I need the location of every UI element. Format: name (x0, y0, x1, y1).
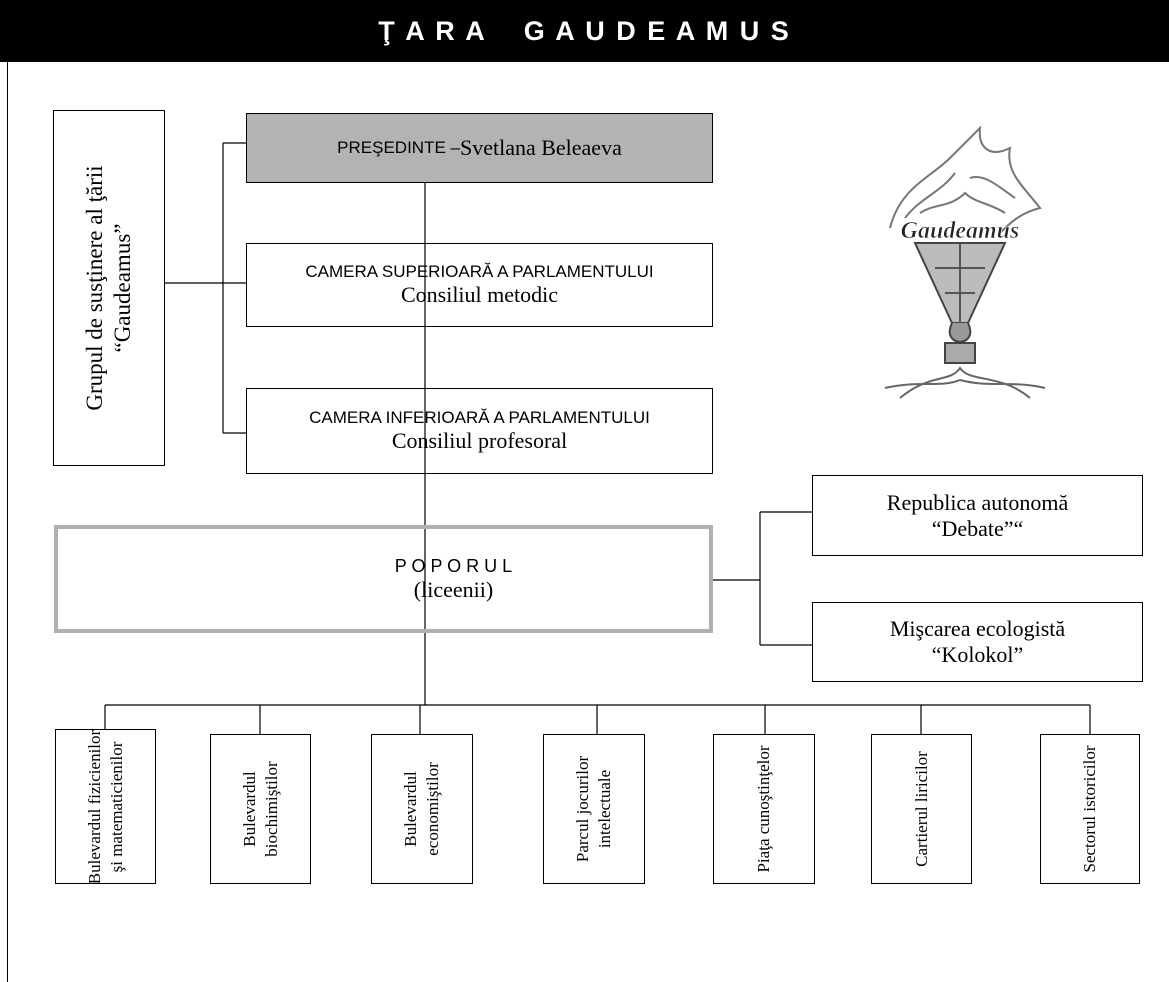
ecology-line1: Mişcarea ecologistă (889, 616, 1066, 641)
upper-chamber-label: CAMERA SUPERIOARĂ A PARLAMENTULUI (305, 262, 654, 281)
people-label: P O P O R U L (394, 555, 513, 576)
ecology-line2: “Kolokol” (931, 642, 1024, 667)
district-box: Sectorul istoricilor (1040, 734, 1140, 884)
torch-flame-icon: Gaudeamus (884, 125, 1046, 399)
president-box: PREŞEDINTE – Svetlana Beleaeva (246, 113, 713, 183)
republic-box: Republica autonomă “Debate”“ (812, 475, 1143, 556)
lower-chamber-name: Consiliul profesoral (391, 428, 568, 453)
support-group-box: Grupul de susţinere al ţării “Gaudeamus” (53, 110, 165, 466)
lower-chamber-box: CAMERA INFERIOARĂ A PARLAMENTULUI Consil… (246, 388, 713, 474)
page-title: Ţ A R A G A U D E A M U S (378, 15, 791, 46)
upper-chamber-name: Consiliul metodic (400, 282, 559, 307)
republic-line1: Republica autonomă (886, 489, 1069, 515)
people-name: (liceenii) (413, 576, 494, 602)
president-name: Svetlana Beleaeva (459, 135, 622, 160)
page-header: Ţ A R A G A U D E A M U S (0, 0, 1169, 62)
ecology-box: Mişcarea ecologistă “Kolokol” (812, 602, 1143, 682)
lower-chamber-label: CAMERA INFERIOARĂ A PARLAMENTULUI (309, 408, 650, 427)
district-box: Piaţa cunoştinţelor (713, 734, 815, 884)
left-margin-line (7, 62, 8, 982)
president-label: PREŞEDINTE – (337, 138, 460, 157)
republic-line2: “Debate”“ (931, 515, 1024, 541)
support-group-line1: Grupul de susţinere al ţării (82, 165, 107, 411)
upper-chamber-box: CAMERA SUPERIOARĂ A PARLAMENTULUI Consil… (246, 243, 713, 327)
support-group-line2: “Gaudeamus” (110, 223, 135, 353)
district-box: Cartierul liricilor (871, 734, 972, 884)
people-box: P O P O R U L (liceenii) (54, 525, 713, 633)
logo-text: Gaudeamus (901, 218, 1020, 244)
